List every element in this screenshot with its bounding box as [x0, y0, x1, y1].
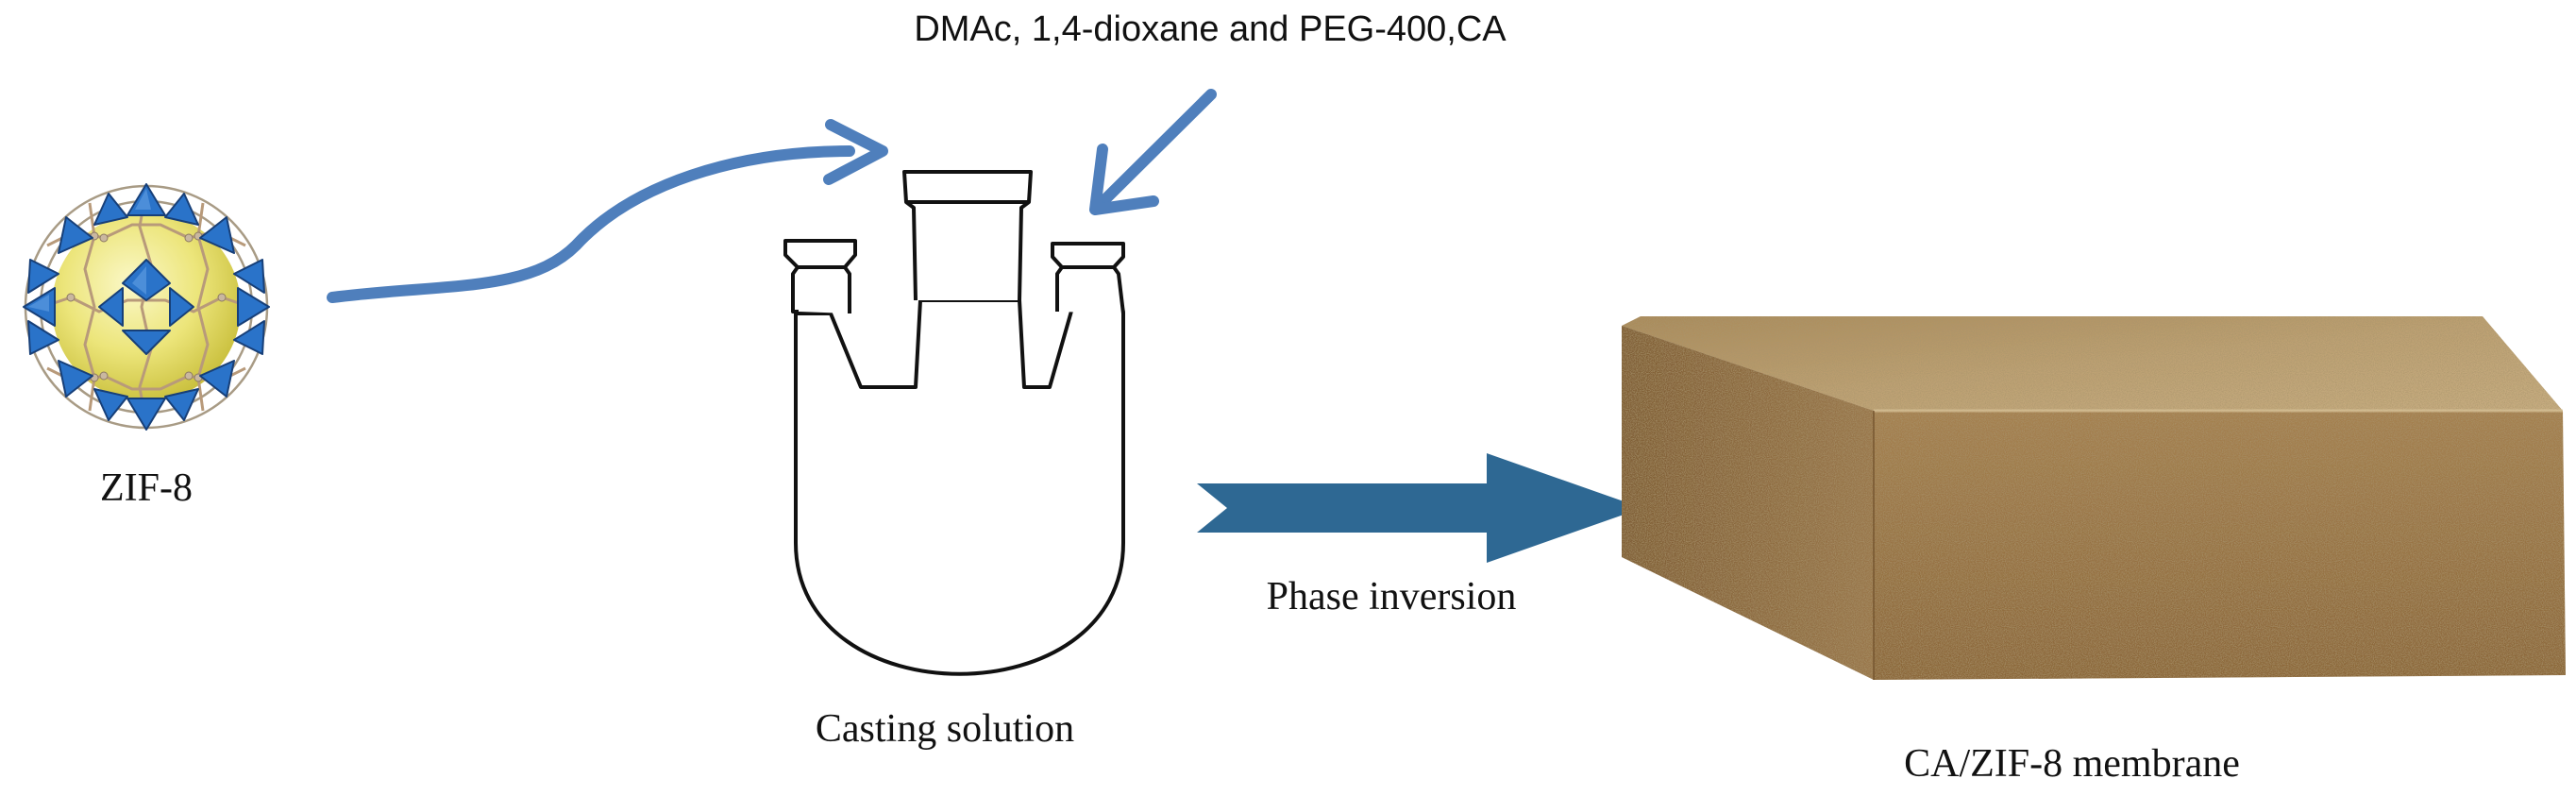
three-neck-flask-icon	[783, 170, 1125, 676]
zif8-to-flask-arrow	[327, 119, 888, 303]
zif8-label: ZIF-8	[100, 466, 193, 510]
reagents-label: DMAc, 1,4-dioxane and PEG-400,CA	[914, 9, 1507, 49]
porous-membrane-slab-icon	[1622, 316, 2566, 680]
casting-solution-label: Casting solution	[816, 707, 1074, 751]
zif8-crystal-structure-icon	[23, 183, 270, 431]
reagents-to-flask-arrow	[1089, 89, 1217, 215]
phase-inversion-arrow	[1197, 453, 1642, 563]
phase-inversion-label: Phase inversion	[1267, 575, 1517, 618]
membrane-label: CA/ZIF-8 membrane	[1904, 742, 2240, 786]
